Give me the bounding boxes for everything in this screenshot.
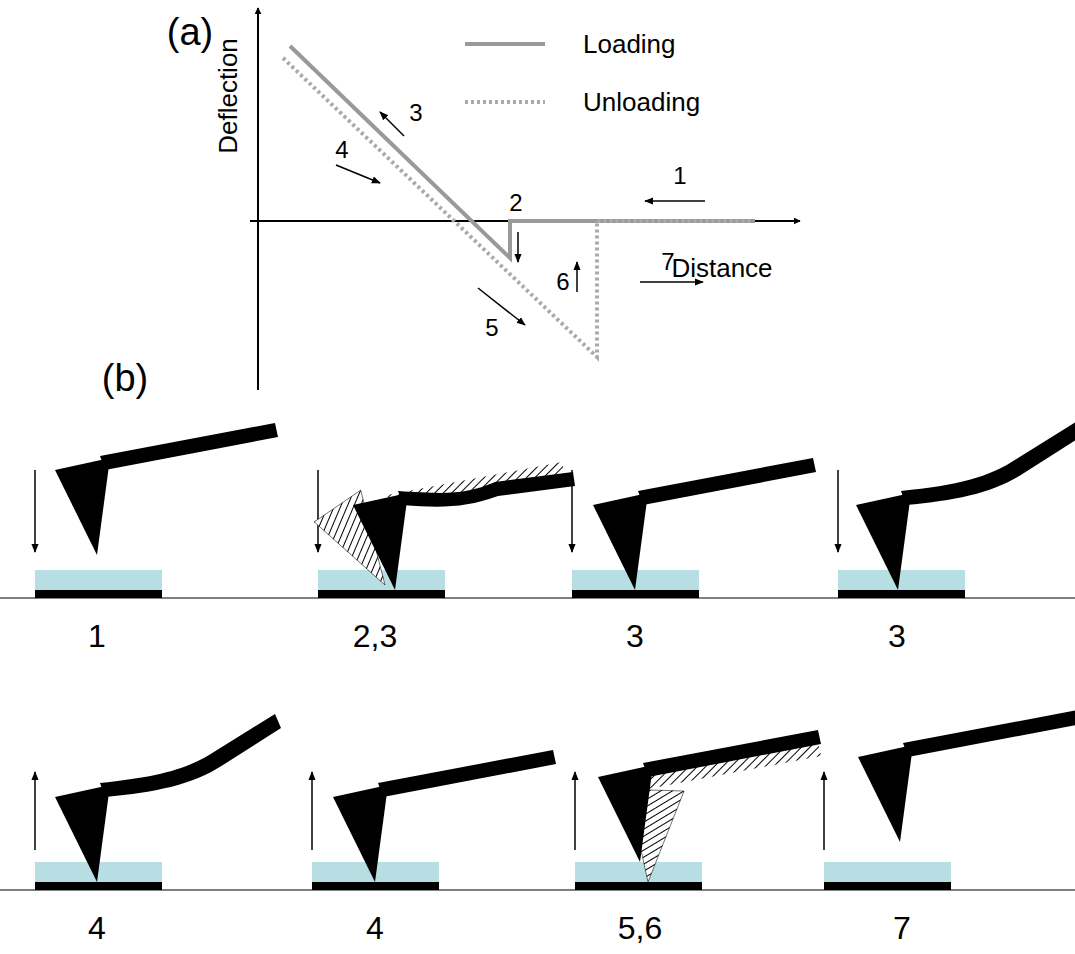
stage-label: 5,6 [618,912,662,944]
panel-letter: (b) [102,359,148,397]
axis-label: Distance [671,255,772,281]
stage-label: 2,3 [353,620,397,652]
stage-label: 3 [888,620,906,652]
step-number: 2 [509,191,522,215]
substrates [35,570,965,890]
unloading-curve [283,58,750,357]
graph-axes [250,8,800,390]
stage-label: 4 [88,912,106,944]
panel-letter: (a) [167,13,213,51]
step-number: 6 [556,270,569,294]
loading-curve [290,46,755,258]
step-number: 5 [485,316,498,340]
motion-arrows [35,470,838,850]
stage-label: 1 [88,620,106,652]
legend-dotted-sample [465,100,545,104]
step-number: 7 [661,250,674,274]
step-number: 3 [409,101,422,125]
legend-text: Loading [583,31,676,57]
step-arrows [336,112,705,325]
stage-label: 3 [626,620,644,652]
axis-label: Deflection [215,38,241,154]
cantilever-probes [55,422,1075,885]
stage-label: 4 [366,912,384,944]
stage-label: 7 [893,912,911,944]
legend-text: Unloading [583,89,700,115]
step-number: 4 [335,138,348,162]
step-number: 1 [673,164,686,188]
legend-solid-sample [465,42,545,46]
